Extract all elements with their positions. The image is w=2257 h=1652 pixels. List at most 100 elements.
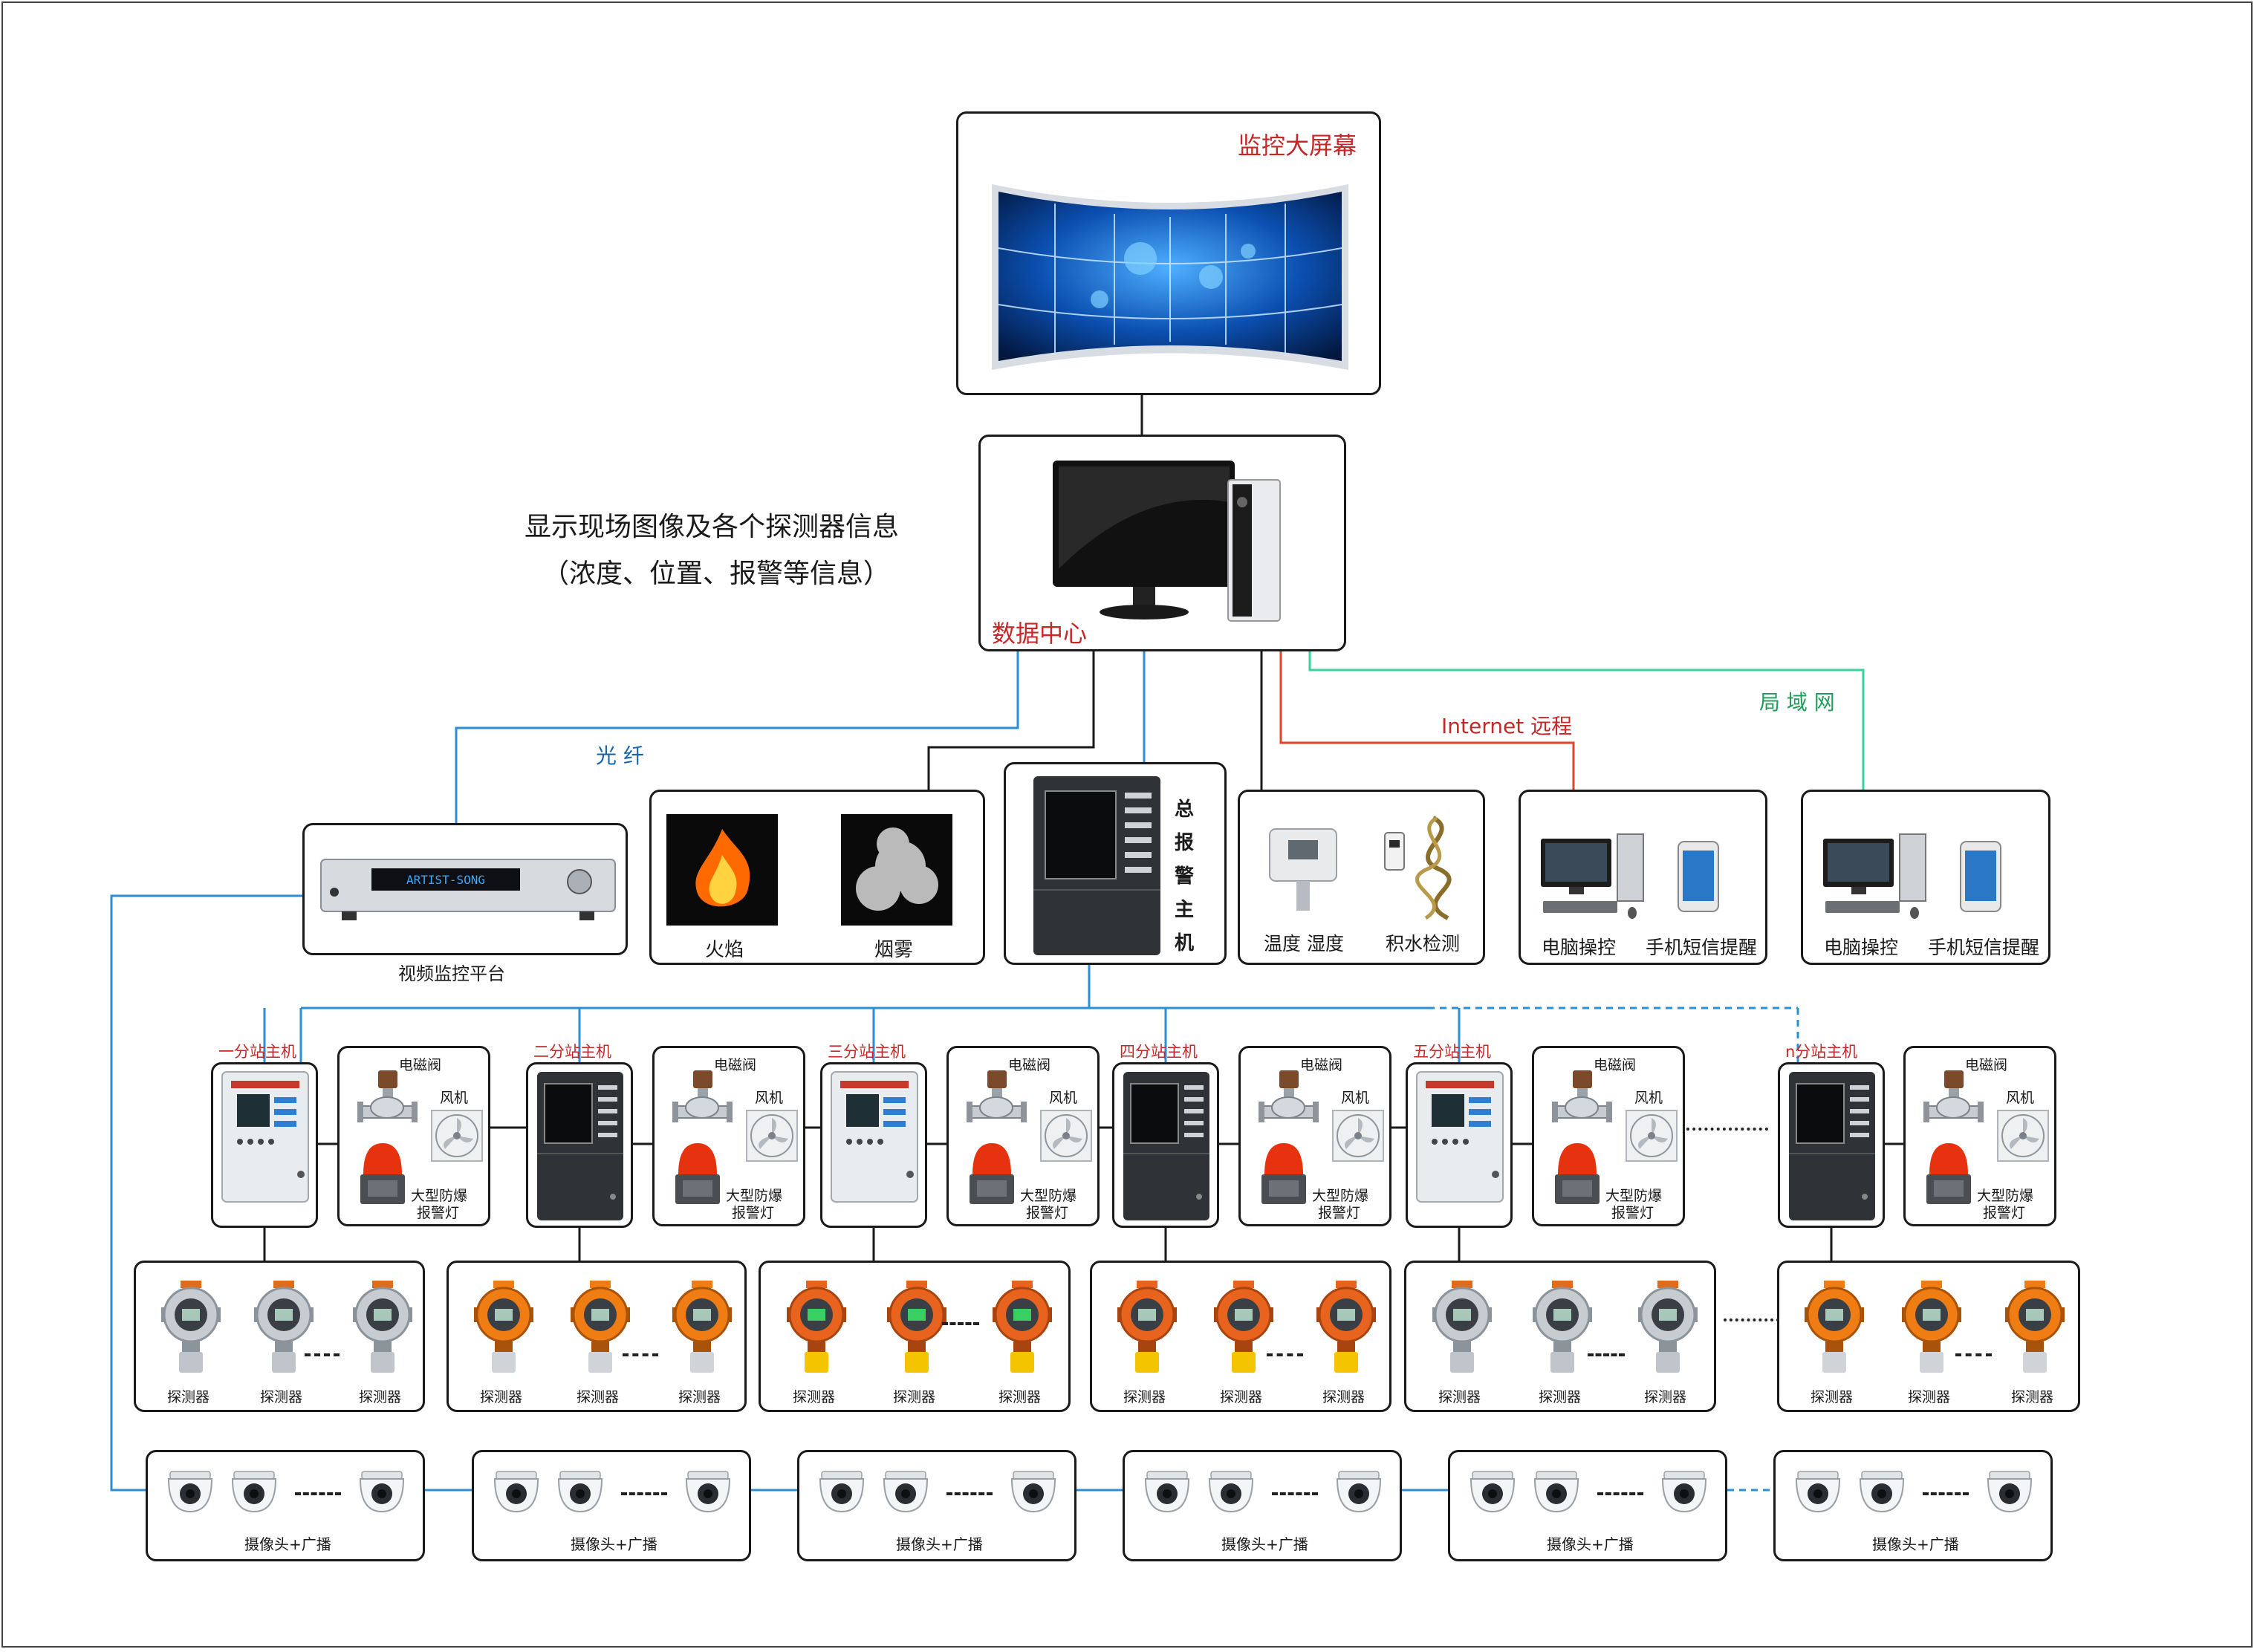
- detector-more-dots: [305, 1353, 340, 1356]
- gas-detector-icon: [1214, 1281, 1273, 1373]
- substation-devices-box: 电磁阀 风机 大型防爆 报警灯: [1238, 1046, 1391, 1226]
- detector-label: 探测器: [260, 1389, 303, 1405]
- gas-detector-icon: [2005, 1281, 2065, 1373]
- detector-more-dots: [942, 1322, 979, 1325]
- camera-label: 摄像头+广播: [1872, 1535, 1959, 1553]
- dome-camera-icon: [1987, 1471, 2033, 1513]
- detector-label: 探测器: [359, 1389, 402, 1405]
- video-platform-box: ARTIST-SONG 视频监控平台: [302, 823, 628, 984]
- fan-icon: [1997, 1110, 2049, 1162]
- camera-more-dots: [1597, 1492, 1643, 1495]
- detector-label: 探测器: [1908, 1389, 1951, 1405]
- solenoid-valve-icon: [357, 1070, 418, 1122]
- detector-unit: [779, 1279, 854, 1379]
- gas-detector-icon: [887, 1281, 946, 1373]
- wire: [1308, 651, 1865, 790]
- detector-unit: [1998, 1279, 2072, 1379]
- wire: [927, 651, 1095, 790]
- detector-more-dots: [1955, 1353, 1992, 1356]
- lan-pc-icon: [1823, 833, 1926, 919]
- internet-label: Internet 远程: [1441, 714, 1573, 738]
- camera-group-box: 摄像头+广播: [1773, 1450, 2053, 1561]
- host-ellipsis: [1686, 1128, 1768, 1131]
- fire-label: 火焰: [705, 939, 744, 961]
- camera-label: 摄像头+广播: [571, 1535, 657, 1553]
- substation-host-icon: [221, 1071, 309, 1203]
- valve-label: 电磁阀: [1594, 1057, 1637, 1073]
- dome-camera-icon: [493, 1471, 539, 1513]
- main-alarm-char: 机: [1175, 932, 1195, 955]
- detector-group-box: 探测器 探测器 探测器: [759, 1261, 1071, 1412]
- wire: [1279, 651, 1575, 790]
- gas-detector-icon: [993, 1281, 1052, 1373]
- lan-phone-icon: [1960, 841, 2001, 912]
- dome-camera-icon: [1470, 1471, 1516, 1513]
- camera-unit: [490, 1469, 542, 1518]
- gas-detector-icon: [1533, 1281, 1592, 1373]
- detector-label: 探测器: [1644, 1389, 1687, 1405]
- substation-host-box: [211, 1062, 318, 1228]
- alarm-lamp-label1: 大型防爆: [1977, 1188, 2034, 1204]
- substation-host-label: 五分站主机: [1413, 1043, 1491, 1061]
- lan-box: 电脑操控 手机短信提醒: [1801, 790, 2050, 965]
- camera-label: 摄像头+广播: [1547, 1535, 1634, 1553]
- water-leak-label: 积水检测: [1386, 933, 1461, 955]
- info-line2: （浓度、位置、报警等信息）: [542, 559, 891, 589]
- fan-icon: [431, 1110, 483, 1162]
- detector-unit: [1207, 1279, 1281, 1379]
- detector-label: 探测器: [1123, 1389, 1166, 1405]
- dome-camera-icon: [1144, 1471, 1190, 1513]
- detector-label: 探测器: [893, 1389, 936, 1405]
- substation-host-box: [526, 1062, 633, 1228]
- camera-unit: [1792, 1469, 1844, 1518]
- alarm-lamp-icon: [1555, 1143, 1600, 1204]
- main-alarm-box: 总 报 警 主 机: [1004, 762, 1227, 965]
- detector-label: 探测器: [2011, 1389, 2054, 1405]
- dome-camera-icon: [1795, 1471, 1841, 1513]
- camera-unit: [1333, 1469, 1385, 1518]
- fan-label: 风机: [440, 1090, 469, 1106]
- detector-unit: [247, 1279, 321, 1379]
- alarm-lamp-icon: [360, 1143, 405, 1204]
- camera-unit: [356, 1469, 408, 1518]
- main-alarm-char: 报: [1175, 832, 1195, 854]
- dome-camera-icon: [231, 1471, 277, 1513]
- camera-unit: [1467, 1469, 1519, 1518]
- detector-label: 探测器: [998, 1389, 1042, 1405]
- substation-host-icon: [831, 1071, 918, 1203]
- data-center-label: 数据中心: [992, 620, 1088, 648]
- remote-phone-icon: [1678, 841, 1719, 912]
- substation-host-box: [1406, 1062, 1513, 1228]
- camera-unit: [1984, 1469, 2036, 1518]
- detector-label: 探测器: [577, 1389, 620, 1405]
- substation-devices-box: 电磁阀 风机 大型防爆 报警灯: [946, 1046, 1100, 1226]
- camera-unit: [1530, 1469, 1582, 1518]
- fan-icon: [1040, 1110, 1092, 1162]
- alarm-lamp-label1: 大型防爆: [411, 1188, 468, 1204]
- substation-host-box: [820, 1062, 927, 1228]
- gas-detector-icon: [474, 1281, 533, 1373]
- camera-unit: [164, 1469, 216, 1518]
- substation-host-label: 一分站主机: [218, 1043, 296, 1061]
- gas-detector-icon: [1432, 1281, 1492, 1373]
- alarm-lamp-label2: 报警灯: [417, 1205, 460, 1221]
- substation-devices-box: 电磁阀 风机 大型防爆 报警灯: [1532, 1046, 1685, 1226]
- gas-detector-icon: [254, 1281, 314, 1373]
- camera-label: 摄像头+广播: [896, 1535, 983, 1553]
- alarm-lamp-icon: [1926, 1143, 1971, 1204]
- detector-unit: [345, 1279, 420, 1379]
- camera-more-dots: [1923, 1492, 1969, 1495]
- info-line1: 显示现场图像及各个探测器信息: [525, 512, 900, 542]
- gas-detector-icon: [353, 1281, 412, 1373]
- solenoid-valve-icon: [1552, 1070, 1612, 1122]
- wire: [455, 651, 1019, 823]
- gas-detector-icon: [672, 1281, 732, 1373]
- main-alarm-char: 总: [1175, 799, 1195, 821]
- alarm-lamp-label2: 报警灯: [732, 1205, 775, 1221]
- detector-more-dots: [623, 1353, 658, 1356]
- substation-host-label: 二分站主机: [533, 1043, 611, 1061]
- alarm-lamp-icon: [675, 1143, 720, 1204]
- substation-host-icon: [1123, 1072, 1209, 1220]
